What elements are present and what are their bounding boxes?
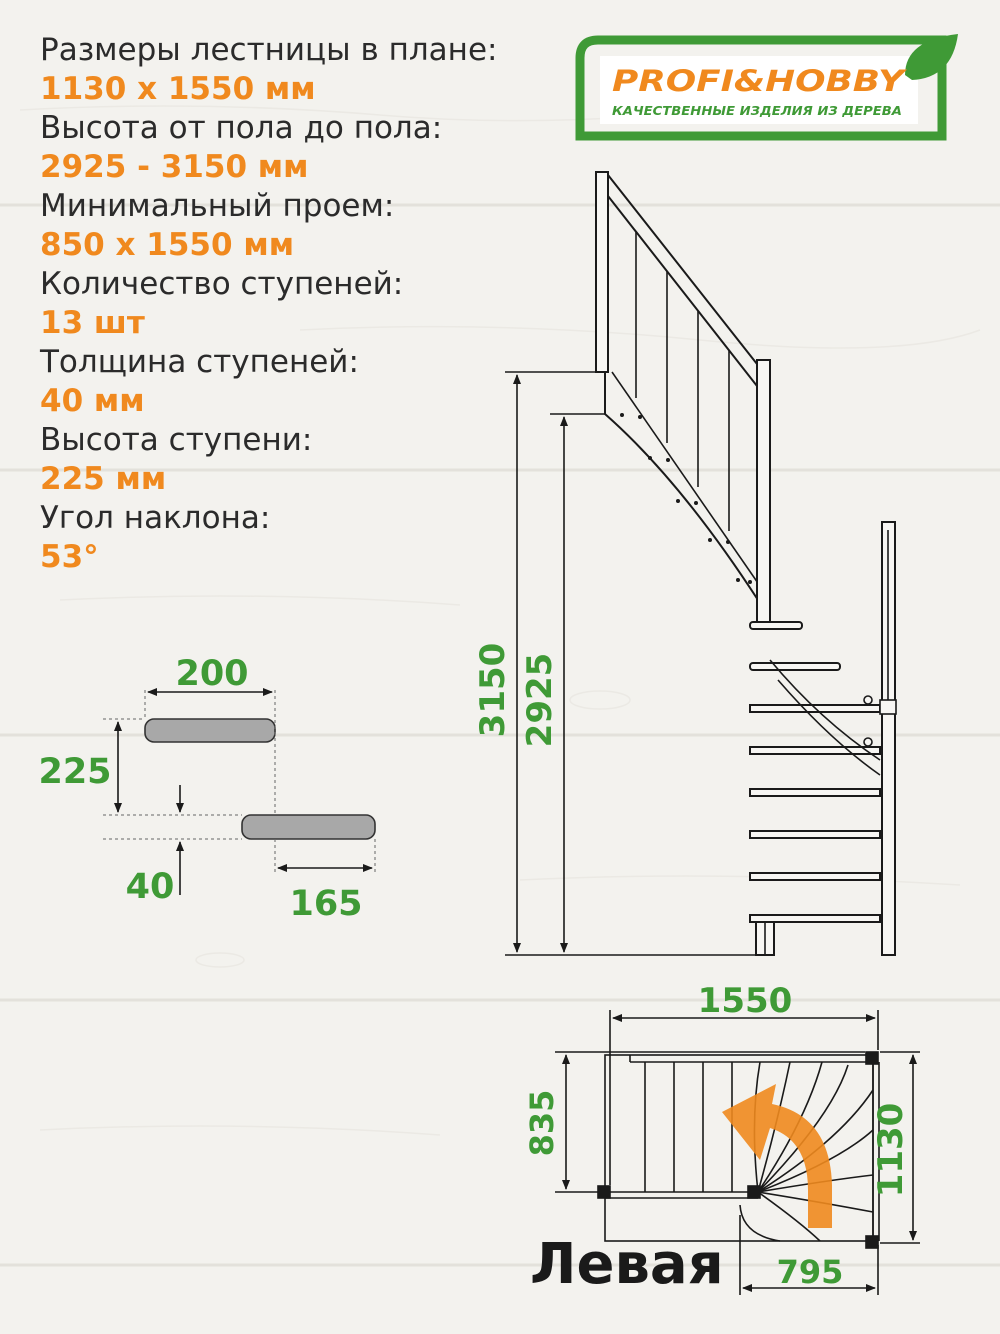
spec-floor-height-value: 2925 - 3150 мм xyxy=(40,149,309,185)
height-max-dimension: 3150 xyxy=(473,643,513,738)
spec-step-count-label: Количество ступеней: xyxy=(40,266,404,302)
stair-orientation-label: Левая xyxy=(530,1232,724,1297)
spec-plan-size-value: 1130 х 1550 мм xyxy=(40,71,316,107)
spec-angle-value: 53° xyxy=(40,539,99,575)
specs-list: Размеры лестницы в плане: 1130 х 1550 мм… xyxy=(40,30,580,576)
spec-floor-height-label: Высота от пола до пола: xyxy=(40,110,443,146)
spec-step-count-value: 13 шт xyxy=(40,305,145,341)
step-height-dimension: 225 xyxy=(38,752,111,792)
spec-plan-size-label: Размеры лестницы в плане: xyxy=(40,32,498,68)
spec-angle-label: Угол наклона: xyxy=(40,500,271,536)
plan-length-dimension: 1550 xyxy=(698,981,793,1021)
spec-step-thickness-value: 40 мм xyxy=(40,383,145,419)
top-newel-post xyxy=(595,171,609,373)
side-view xyxy=(505,171,897,956)
plan-depth-dimension: 1130 xyxy=(871,1103,911,1198)
middle-newel-post xyxy=(756,359,771,625)
step-width-dimension: 200 xyxy=(175,654,248,694)
handrail xyxy=(607,174,758,387)
bottom-right-newel-post xyxy=(881,521,896,956)
spec-step-height-label: Высота ступени: xyxy=(40,422,313,458)
height-min-dimension: 2925 xyxy=(520,653,560,748)
plan-flight-width-dimension: 835 xyxy=(523,1090,561,1157)
climb-direction-arrow-icon xyxy=(722,1084,832,1228)
step-detail: 200 225 40 165 xyxy=(38,654,376,924)
step-overlap-dimension: 165 xyxy=(289,884,362,924)
upper-step-section xyxy=(144,718,276,743)
plan-winder-width-dimension: 795 xyxy=(777,1253,844,1291)
brand-name: PROFI&HOBBY xyxy=(612,64,908,98)
spec-opening-value: 850 х 1550 мм xyxy=(40,227,295,263)
stringer xyxy=(604,372,770,622)
brand-logo: PROFI&HOBBY КАЧЕСТВЕННЫЕ ИЗДЕЛИЯ ИЗ ДЕРЕ… xyxy=(575,34,958,141)
spec-step-height-value: 225 мм xyxy=(40,461,167,497)
step-thickness-dimension: 40 xyxy=(126,867,175,907)
brand-tagline: КАЧЕСТВЕННЫЕ ИЗДЕЛИЯ ИЗ ДЕРЕВА xyxy=(612,103,902,118)
leaf-icon xyxy=(905,34,958,80)
spec-opening-label: Минимальный проем: xyxy=(40,188,395,224)
spec-step-thickness-label: Толщина ступеней: xyxy=(40,344,359,380)
lower-step-section xyxy=(241,814,376,840)
